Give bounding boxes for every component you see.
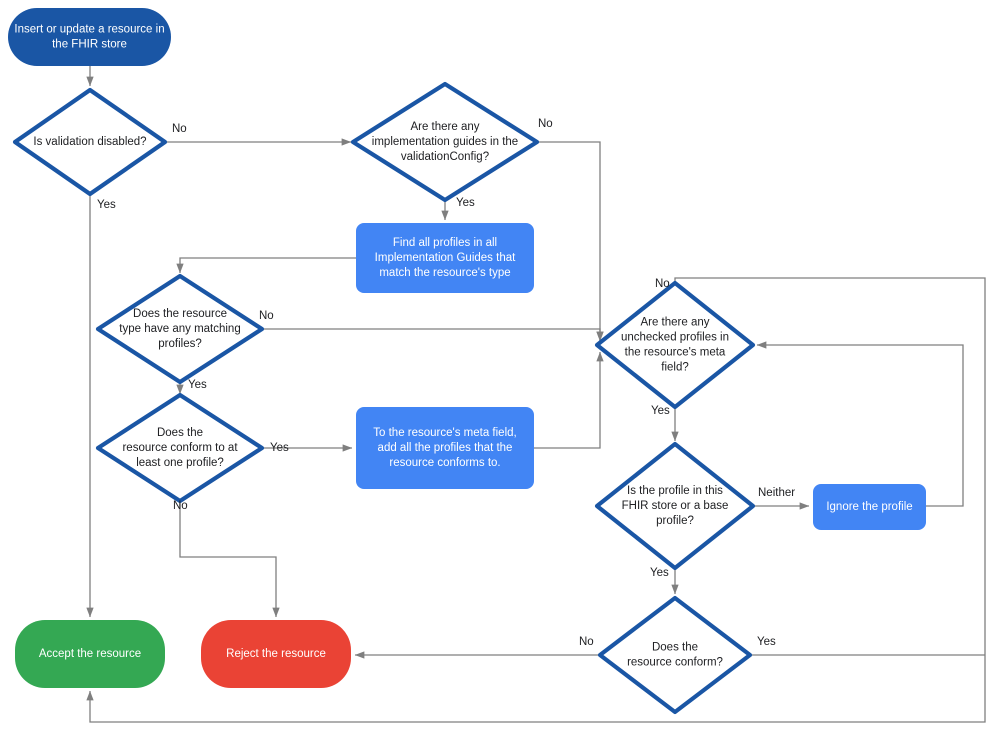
edge-meta-to-unchecked [534, 351, 604, 449]
node-text-line: FHIR store or a base [622, 500, 729, 512]
edge-label-validation-yes: Yes [97, 199, 116, 211]
edge-conform-no [179, 501, 280, 618]
node-text-line: profiles? [158, 338, 201, 350]
node-text-line: Find all profiles in all [393, 237, 497, 249]
node-text-line: implementation guides in the [372, 136, 518, 148]
node-text-line: add all the profiles that the [378, 442, 513, 454]
node-text-line: field? [661, 362, 689, 374]
node-text-line: Accept the resource [39, 648, 141, 660]
edge-unchecked-no [86, 277, 986, 723]
edge-matching-no [262, 328, 604, 342]
node-unchecked-profiles[interactable]: Are there any unchecked profiles in the re… [594, 280, 756, 410]
node-text-line: the resource's meta [625, 347, 726, 359]
node-shape-implementation-guides [350, 81, 540, 203]
node-shape-unchecked-profiles [594, 280, 756, 410]
node-conform-one-profile[interactable]: Does the resource conform to at least one … [95, 392, 265, 504]
node-text-line: resource conform? [627, 657, 723, 669]
node-text-line: validationConfig? [401, 151, 489, 163]
edge-label-conform-resource-yes: Yes [757, 636, 776, 648]
node-text-line: unchecked profiles in [621, 332, 729, 344]
node-text-line: To the resource's meta field, [373, 427, 516, 439]
node-reject[interactable]: Reject the resource [201, 620, 351, 688]
node-text-line: Reject the resource [226, 648, 326, 660]
node-add-profiles-meta[interactable]: To the resource's meta field, add all the… [356, 407, 534, 489]
edge-label-matching-no: No [259, 310, 274, 322]
node-shape-matching-profiles [95, 273, 265, 385]
node-text-line: Does the [157, 427, 203, 439]
node-start[interactable]: Insert or update a resource in the FHIR s… [8, 8, 171, 66]
node-shape-reject [201, 620, 351, 688]
node-text-line: Does the [652, 642, 698, 654]
node-text-line: Does the resource [133, 308, 227, 320]
node-shape-add-profiles-meta [356, 407, 534, 489]
edge-label-unchecked-yes: Yes [651, 405, 670, 417]
node-resource-conform[interactable]: Does the resource conform? [597, 595, 753, 715]
node-text-line: Are there any [640, 317, 709, 329]
node-shape-conform-one-profile [95, 392, 265, 504]
node-text-line: type have any matching [119, 323, 240, 335]
edge-label-profile-neither: Neither [758, 487, 795, 499]
edge-ig-no [537, 141, 604, 342]
edge-label-ig-yes: Yes [456, 197, 475, 209]
node-text-line: least one profile? [136, 457, 224, 469]
edge-ignore-to-unchecked [756, 341, 964, 507]
node-text-line: resource conforms to. [389, 457, 500, 469]
node-text-line: Is validation disabled? [33, 136, 146, 148]
node-text-line: Are there any [410, 121, 479, 133]
node-shape-validation-disabled [12, 87, 168, 197]
node-ignore-profile[interactable]: Ignore the profile [813, 484, 926, 530]
edge-label-conform-resource-no: No [579, 636, 594, 648]
node-text-line: profile? [656, 515, 694, 527]
node-shape-start [8, 8, 171, 66]
node-shape-profile-in-store [594, 441, 756, 571]
node-matching-profiles[interactable]: Does the resource type have any matching p… [95, 273, 265, 385]
node-text-line: match the resource's type [379, 267, 510, 279]
node-implementation-guides[interactable]: Are there any implementation guides in th… [350, 81, 540, 203]
node-shape-find-profiles [356, 223, 534, 293]
node-shape-resource-conform [597, 595, 753, 715]
node-validation-disabled[interactable]: Is validation disabled? [12, 87, 168, 197]
edge-label-profile-yes: Yes [650, 567, 669, 579]
edge-label-matching-yes: Yes [188, 379, 207, 391]
node-text-line: Implementation Guides that [375, 252, 516, 264]
node-shape-accept [15, 620, 165, 688]
edge-label-unchecked-no: No [655, 278, 670, 290]
node-accept[interactable]: Accept the resource [15, 620, 165, 688]
node-text-line: Insert or update a resource in [14, 24, 164, 36]
node-text-line: resource conform to at [122, 442, 238, 454]
node-shape-ignore-profile [813, 484, 926, 530]
edge-label-conform-no: No [173, 500, 188, 512]
edges-layer [86, 66, 986, 723]
nodes-layer: Insert or update a resource in the FHIR s… [8, 8, 926, 715]
edge-label-validation-no: No [172, 123, 187, 135]
edge-label-conform-yes: Yes [270, 442, 289, 454]
edge-find-to-matching [176, 257, 356, 274]
node-text-line: Ignore the profile [826, 501, 912, 513]
edge-label-ig-no: No [538, 118, 553, 130]
node-text-line: Is the profile in this [627, 485, 723, 497]
node-text-line: the FHIR store [52, 39, 127, 51]
